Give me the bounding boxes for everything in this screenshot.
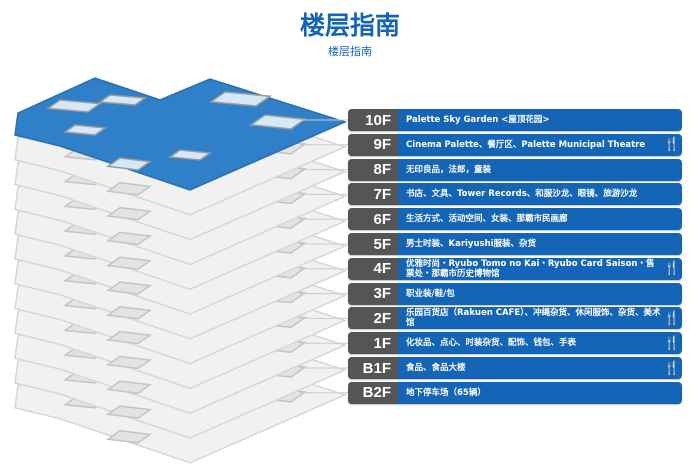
floor-label: 1F [348, 332, 398, 355]
page-title: 楼层指南 [299, 11, 400, 40]
floor-description: Palette Sky Garden <屋顶花园> [406, 115, 550, 125]
floor-label: 6F [348, 208, 398, 231]
floor-label: 5F [348, 233, 398, 255]
floor-description: 书店、文具、Tower Records、和服沙龙、眼镜、旅游沙龙 [406, 189, 638, 200]
floor-row-6f[interactable]: 6F 生活方式、活动空间、女装、那霸市民画廊 [348, 208, 682, 231]
floor-description: 乐园百货店（Rakuen CAFE）、冲绳杂货、休闲服饰、杂货、美术馆 [406, 308, 661, 329]
floor-label: B2F [348, 381, 398, 404]
floor-description: 地下停车场（65辆） [406, 387, 486, 398]
floor-row-b2f[interactable]: B2F 地下停车场（65辆） [348, 381, 682, 404]
fork-knife-icon: 🍴 [663, 360, 681, 376]
floor-row-5f[interactable]: 5F 男士时装、Kariyushi服装、杂货 [348, 233, 682, 255]
floor-label: 9F [348, 133, 398, 156]
fork-knife-icon: 🍴 [663, 261, 681, 277]
floor-description: 优雅时尚・Ryubo Tomo no Kai・Ryubo Card Saison… [406, 258, 655, 279]
floor-label: 8F [348, 158, 398, 181]
floor-description: Cinema Palette、餐厅区、Palette Municipal The… [406, 139, 646, 150]
floor-label: 3F [348, 282, 398, 305]
floor-label: 2F [348, 307, 398, 330]
floor-description: 男士时装、Kariyushi服装、杂货 [406, 239, 537, 249]
floor-row-3f[interactable]: 3F 职业装/鞋/包 [348, 282, 682, 305]
floor-plate-10f [14, 77, 348, 191]
floor-row-7f[interactable]: 7F 书店、文具、Tower Records、和服沙龙、眼镜、旅游沙龙 [348, 183, 682, 206]
floor-description: 无印良品，法郎，童装 [406, 164, 492, 175]
floor-row-10f[interactable]: 10F Palette Sky Garden <屋顶花园> [348, 109, 682, 131]
floor-description: 生活方式、活动空间、女装、那霸市民画廊 [406, 214, 568, 225]
floor-row-9f[interactable]: 9F Cinema Palette、餐厅区、Palette Municipal T… [348, 133, 682, 156]
fork-knife-icon: 🍴 [663, 310, 681, 326]
floor-label: 10F [348, 109, 398, 131]
floor-row-b1f[interactable]: B1F 食品、食品大楼 🍴 [348, 357, 682, 379]
floor-description: 化妆品、点心、时装杂货、配饰、钱包、手表 [406, 338, 577, 349]
floor-description: 食品、食品大楼 [406, 363, 466, 373]
floor-row-1f[interactable]: 1F 化妆品、点心、时装杂货、配饰、钱包、手表 🍴 [348, 332, 682, 355]
floor-row-2f[interactable]: 2F 乐园百货店（Rakuen CAFE）、冲绳杂货、休闲服饰、杂货、美术馆🍴 [348, 307, 682, 330]
floor-label: B1F [348, 357, 398, 379]
floor-description: 职业装/鞋/包 [406, 288, 455, 299]
floor-row-8f[interactable]: 8F 无印良品，法郎，童装 [348, 158, 682, 181]
floor-label: 4F [348, 257, 398, 280]
floor-row-4f[interactable]: 4F 优雅时尚・Ryubo Tomo no Kai・Ryubo Card Sais… [348, 257, 682, 280]
fork-knife-icon: 🍴 [663, 137, 681, 153]
fork-knife-icon: 🍴 [663, 335, 681, 351]
page-subtitle: 楼层指南 [328, 45, 372, 58]
floor-label: 7F [348, 183, 398, 206]
